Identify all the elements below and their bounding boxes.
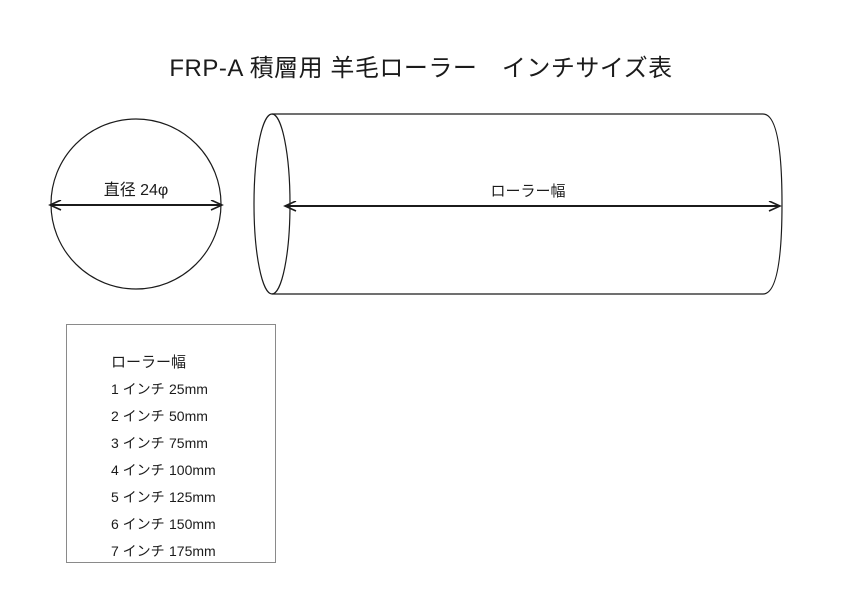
roller-width-label: ローラー幅 bbox=[490, 183, 566, 200]
table-cell-inch: 2 インチ bbox=[111, 408, 165, 424]
diameter-label: 直径 24φ bbox=[103, 182, 169, 199]
table-cell-mm: 75mm bbox=[169, 435, 208, 451]
table-cell-inch: 4 インチ bbox=[111, 462, 165, 478]
inch-size-table-header: ローラー幅 bbox=[111, 354, 187, 371]
table-cell-inch: 5 インチ bbox=[111, 489, 165, 505]
page-title: FRP-A 積層用 羊毛ローラー インチサイズ表 bbox=[169, 55, 673, 82]
table-cell-inch: 6 インチ bbox=[111, 516, 165, 532]
table-cell-inch: 1 インチ bbox=[111, 381, 165, 397]
roller-body-outline bbox=[272, 113, 783, 295]
table-cell-mm: 175mm bbox=[169, 543, 216, 559]
table-cell-mm: 25mm bbox=[169, 381, 208, 397]
roller-left-cap-ellipse bbox=[253, 113, 291, 295]
table-cell-inch: 3 インチ bbox=[111, 435, 165, 451]
table-cell-mm: 125mm bbox=[169, 489, 216, 505]
table-cell-inch: 7 インチ bbox=[111, 543, 165, 559]
table-cell-mm: 100mm bbox=[169, 462, 216, 478]
table-cell-mm: 50mm bbox=[169, 408, 208, 424]
table-cell-mm: 150mm bbox=[169, 516, 216, 532]
